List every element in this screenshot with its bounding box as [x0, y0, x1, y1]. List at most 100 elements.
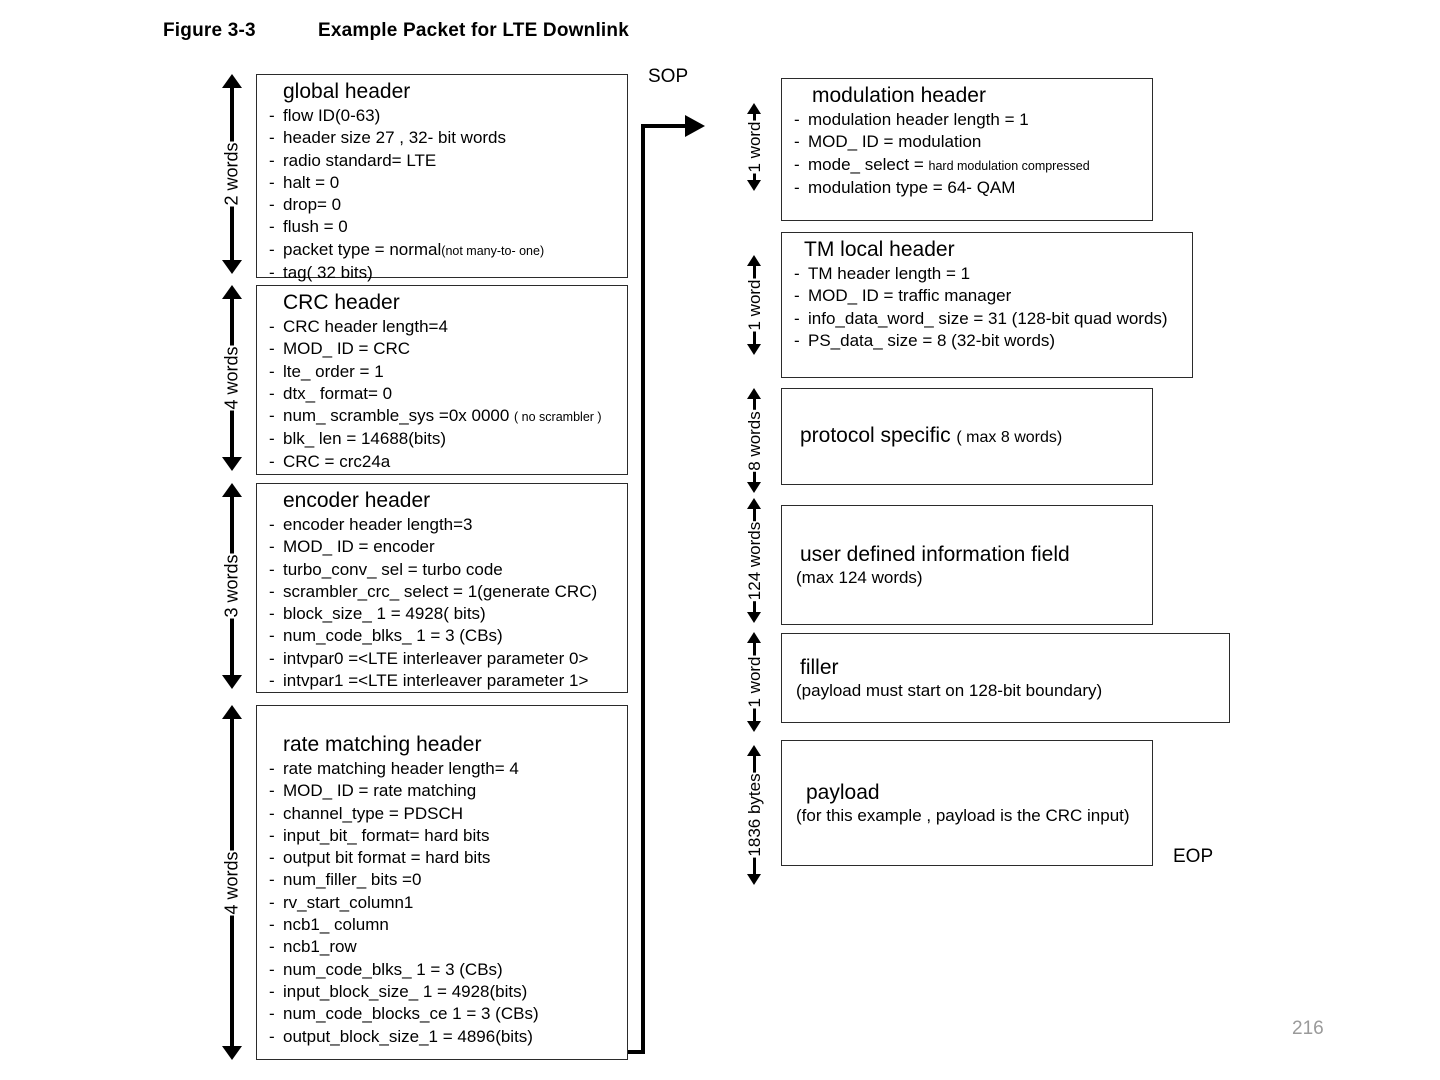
list-item: header size 27 , 32- bit words: [269, 127, 627, 150]
dimension-arrow-filler: 1 word: [741, 632, 769, 732]
list-item: MOD_ ID = rate matching: [269, 780, 627, 803]
arrowhead-down-icon: [747, 612, 761, 623]
arrowhead-up-icon: [747, 103, 761, 114]
payload-box: payload (for this example , payload is t…: [781, 740, 1153, 866]
sop-label: SOP: [648, 66, 689, 87]
box-title: CRC header: [283, 291, 400, 314]
list-item: block_size_ 1 = 4928( bits): [269, 603, 627, 626]
box-note: (max 124 words): [796, 568, 923, 587]
box-title: encoder header: [283, 489, 431, 512]
encoder-header-box: encoder header encoder header length=3 M…: [256, 483, 628, 693]
box-title: global header: [283, 80, 411, 103]
arrowhead-down-icon: [222, 675, 242, 689]
box-title: filler: [800, 656, 839, 679]
list-item: packet type = normal(not many-to- one): [269, 239, 627, 262]
list-item: CRC header length=4: [269, 316, 627, 339]
box-note: (for this example , payload is the CRC i…: [796, 806, 1130, 825]
arrowhead-down-icon: [747, 180, 761, 191]
field-list: encoder header length=3 MOD_ ID = encode…: [257, 514, 627, 693]
list-item: channel_type = PDSCH: [269, 803, 627, 826]
dimension-arrow-encoder-header: 3 words: [215, 483, 249, 689]
dimension-label: 1 word: [743, 278, 767, 332]
list-item: modulation header length = 1: [794, 109, 1152, 132]
list-item: encoder header length=3: [269, 514, 627, 537]
box-title: user defined information field: [800, 543, 1070, 566]
field-list: flow ID(0-63) header size 27 , 32- bit w…: [257, 105, 627, 285]
list-item: intvpar0 =<LTE interleaver parameter 0>: [269, 648, 627, 671]
list-item: num_code_blks_ 1 = 3 (CBs): [269, 959, 627, 982]
list-item: blk_ len = 14688(bits): [269, 428, 627, 451]
list-item: intvpar1 =<LTE interleaver parameter 1>: [269, 670, 627, 693]
dimension-label: 8 words: [743, 409, 767, 472]
list-item: tag( 32 bits): [269, 262, 627, 285]
arrowhead-up-icon: [747, 745, 761, 756]
dimension-arrow-rate-matching-header: 4 words: [215, 705, 249, 1060]
field-list: modulation header length = 1 MOD_ ID = m…: [782, 109, 1152, 199]
list-item: turbo_conv_ sel = turbo code: [269, 559, 627, 582]
dimension-arrow-protocol-specific: 8 words: [741, 388, 769, 493]
list-item: mode_ select = hard modulation compresse…: [794, 154, 1152, 177]
field-list: TM header length = 1 MOD_ ID = traffic m…: [782, 263, 1192, 352]
list-item: output_block_size_1 = 4896(bits): [269, 1026, 627, 1049]
list-item: lte_ order = 1: [269, 361, 627, 384]
connector-vertical: [641, 124, 645, 1054]
box-note: (payload must start on 128-bit boundary): [796, 681, 1103, 700]
tm-local-header-box: TM local header TM header length = 1 MOD…: [781, 232, 1193, 378]
list-item: CRC = crc24a: [269, 451, 627, 474]
connector-arrowhead-icon: [685, 115, 705, 137]
arrowhead-down-icon: [747, 344, 761, 355]
list-item: input_block_size_ 1 = 4928(bits): [269, 981, 627, 1004]
dimension-label: 1836 bytes: [743, 772, 767, 858]
dimension-arrow-crc-header: 4 words: [215, 285, 249, 471]
dimension-arrow-user-defined-field: 124 words: [741, 498, 769, 623]
arrowhead-up-icon: [222, 705, 242, 719]
field-list: CRC header length=4 MOD_ ID = CRC lte_ o…: [257, 316, 627, 473]
dimension-arrow-modulation-header: 1 word: [741, 103, 769, 191]
list-item: scrambler_crc_ select = 1(generate CRC): [269, 581, 627, 604]
protocol-specific-box: protocol specific ( max 8 words): [781, 388, 1153, 485]
page-number: 216: [1292, 1018, 1324, 1039]
arrowhead-up-icon: [747, 632, 761, 643]
box-title: protocol specific ( max 8 words): [800, 424, 1063, 447]
box-title: modulation header: [812, 84, 986, 107]
list-item: info_data_word_ size = 31 (128-bit quad …: [794, 308, 1192, 331]
dimension-arrow-global-header: 2 words: [215, 74, 249, 274]
box-title: rate matching header: [283, 733, 482, 756]
list-item: num_ scramble_sys =0x 0000 ( no scramble…: [269, 405, 627, 428]
list-item: MOD_ ID = encoder: [269, 536, 627, 559]
list-item: ncb1_ column: [269, 914, 627, 937]
dimension-arrow-payload: 1836 bytes: [741, 745, 769, 885]
list-item: MOD_ ID = traffic manager: [794, 285, 1192, 308]
dimension-label: 4 words: [219, 849, 245, 916]
box-title: TM local header: [804, 238, 955, 261]
list-item: flow ID(0-63): [269, 105, 627, 128]
list-item: rv_start_column1: [269, 892, 627, 915]
list-item: dtx_ format= 0: [269, 383, 627, 406]
arrowhead-up-icon: [222, 285, 242, 299]
dimension-label: 2 words: [219, 141, 245, 207]
list-item: flush = 0: [269, 216, 627, 239]
list-item: num_code_blks_ 1 = 3 (CBs): [269, 625, 627, 648]
connector-horizontal-top: [641, 124, 689, 128]
arrowhead-down-icon: [747, 721, 761, 732]
global-header-box: global header flow ID(0-63) header size …: [256, 74, 628, 285]
arrowhead-up-icon: [222, 74, 242, 88]
arrowhead-down-icon: [222, 457, 242, 471]
dimension-label: 1 word: [743, 120, 767, 174]
crc-header-box: CRC header CRC header length=4 MOD_ ID =…: [256, 285, 628, 475]
list-item: drop= 0: [269, 194, 627, 217]
user-defined-information-field-box: user defined information field (max 124 …: [781, 505, 1153, 625]
box-title: payload: [806, 781, 880, 804]
list-item: output bit format = hard bits: [269, 847, 627, 870]
eop-label: EOP: [1173, 846, 1214, 867]
list-item: radio standard= LTE: [269, 150, 627, 173]
filler-box: filler (payload must start on 128-bit bo…: [781, 633, 1230, 723]
list-item: halt = 0: [269, 172, 627, 195]
list-item: modulation type = 64- QAM: [794, 177, 1152, 200]
list-item: ncb1_row: [269, 936, 627, 959]
rate-matching-header-box: rate matching header rate matching heade…: [256, 705, 628, 1060]
dimension-label: 4 words: [219, 345, 245, 411]
list-item: MOD_ ID = modulation: [794, 131, 1152, 154]
arrowhead-up-icon: [222, 483, 242, 497]
